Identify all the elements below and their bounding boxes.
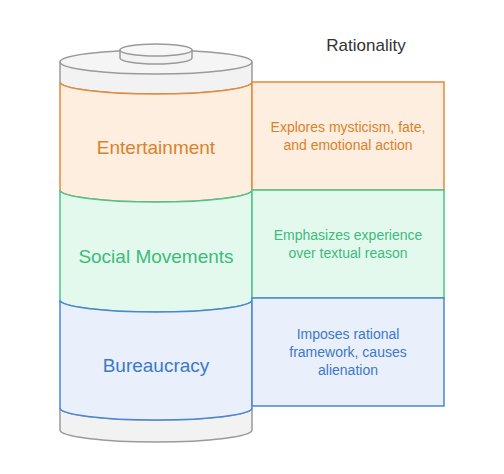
band-label: Entertainment — [97, 136, 215, 160]
description-text: Explores mysticism, fate, and emotional … — [266, 118, 430, 154]
description-box: Imposes rational framework, causes alien… — [252, 298, 444, 406]
band-shape — [60, 300, 252, 420]
cylinder-band: Bureaucracy — [60, 300, 252, 420]
box-outline — [252, 190, 444, 298]
band-label: Bureaucracy — [103, 354, 210, 378]
description-text: Imposes rational framework, causes alien… — [266, 325, 430, 380]
box-shape — [252, 298, 444, 406]
cylinder-band: Social Movements — [60, 190, 252, 312]
band-label: Social Movements — [78, 245, 233, 269]
description-box: Emphasizes experience over textual reaso… — [252, 190, 444, 298]
box-shape — [252, 82, 444, 190]
band-shape — [60, 190, 252, 312]
battery-knob-top — [120, 44, 192, 56]
box-shape — [252, 190, 444, 298]
band-shape — [60, 82, 252, 202]
description-box: Explores mysticism, fate, and emotional … — [252, 82, 444, 190]
box-outline — [252, 82, 444, 190]
diagram-title: Rationality — [266, 36, 466, 56]
cylinder-band: Entertainment — [60, 82, 252, 202]
description-text: Emphasizes experience over textual reaso… — [266, 226, 430, 262]
